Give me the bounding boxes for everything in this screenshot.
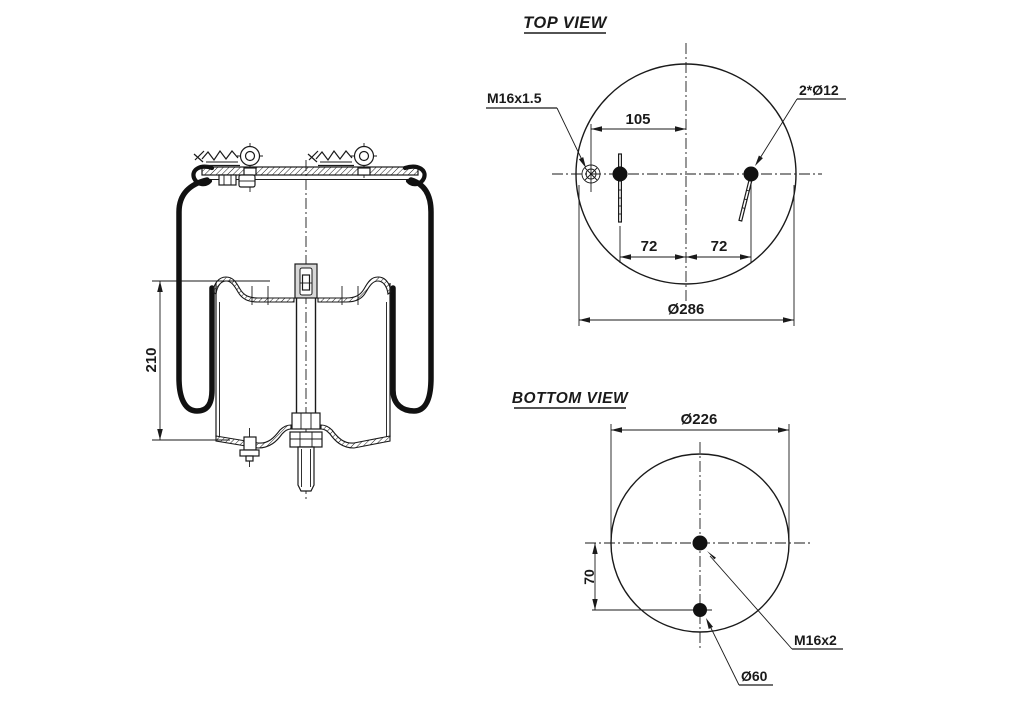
- boss-callout-d60: Ø60: [706, 618, 773, 686]
- air-fitting-left: [193, 143, 263, 192]
- clip-left: [201, 149, 239, 162]
- air-inlet-hole: [581, 124, 601, 192]
- dim-210-label: 210: [143, 347, 160, 372]
- center-boss: [294, 263, 318, 299]
- dimension-70: 70: [581, 543, 598, 610]
- 2xd12-label: 2*Ø12: [799, 82, 839, 98]
- bottom-view: BOTTOM VIEW Ø226 70 M16x2: [512, 390, 843, 686]
- stud-right: [738, 166, 759, 263]
- side-view: 210: [143, 143, 434, 500]
- bellows-left-wall: [176, 177, 215, 414]
- dim-105-label: 105: [625, 111, 650, 128]
- lock-nut: [289, 431, 323, 448]
- dim-226-label: Ø226: [681, 411, 718, 428]
- threaded-stud: [297, 446, 315, 492]
- dim-72-right-label: 72: [711, 238, 728, 255]
- thread-callout-m16x2: M16x2: [707, 551, 843, 650]
- dimension-72-72: 72 72: [620, 238, 751, 260]
- clip-right: [315, 149, 353, 162]
- bellows-right-wall: [390, 177, 434, 414]
- piston-dish: [212, 276, 392, 305]
- d60-label: Ø60: [741, 668, 768, 684]
- drain-bolt: [239, 428, 260, 467]
- air-fitting-right: [307, 143, 377, 178]
- m16x15-label: M16x1.5: [487, 90, 542, 106]
- dimension-226: Ø226: [610, 411, 790, 538]
- m16x2-label: M16x2: [794, 632, 837, 648]
- plate-right-curl: [402, 164, 427, 187]
- stud-left: [612, 153, 628, 263]
- top-view-title: TOP VIEW: [523, 14, 608, 32]
- piston-bottom-dish: [215, 424, 391, 449]
- height-dimension-210: 210: [143, 280, 270, 441]
- bead-plate: [191, 164, 427, 187]
- piston-skirt: [215, 283, 391, 437]
- rod-end-hex: [291, 412, 321, 430]
- dim-70-label: 70: [581, 569, 597, 585]
- thread-callout-m16x15: M16x1.5: [486, 90, 586, 168]
- offset-boss-hole: [693, 603, 707, 617]
- plate-left-curl: [191, 164, 215, 187]
- dim-286-label: Ø286: [668, 301, 705, 318]
- piston-rod: [295, 298, 317, 413]
- dimension-105: 105: [591, 111, 686, 132]
- top-view: TOP VIEW: [486, 14, 846, 326]
- dimension-286: Ø286: [578, 185, 795, 326]
- holes-callout-2xd12: 2*Ø12: [755, 82, 846, 166]
- dim-72-left-label: 72: [641, 238, 658, 255]
- bottom-view-title: BOTTOM VIEW: [512, 390, 629, 407]
- center-stud-hole: [692, 535, 708, 551]
